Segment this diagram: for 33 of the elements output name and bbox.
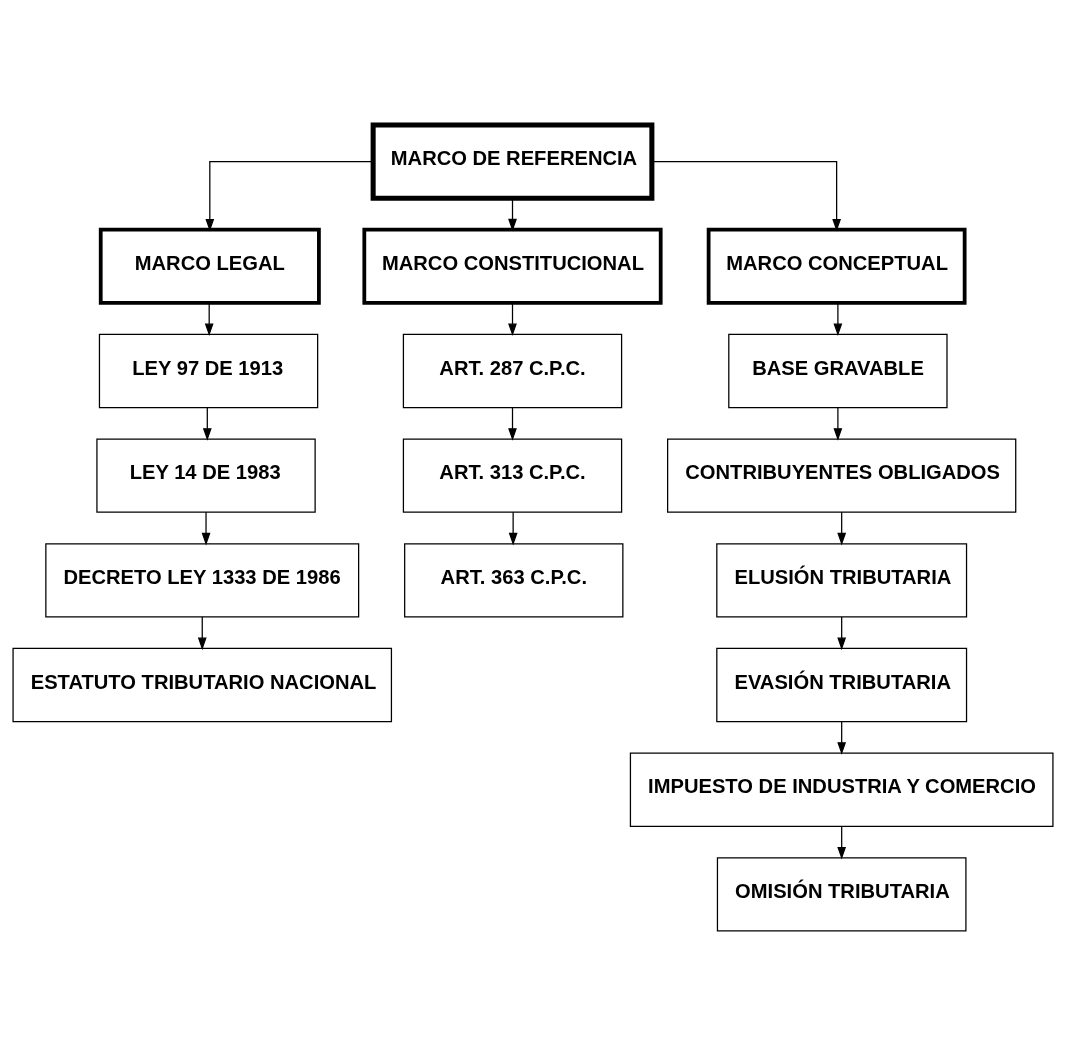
arrow [508,406,517,441]
arrow [201,511,211,545]
node-box: MARCO CONSTITUCIONAL [362,227,663,305]
node-box: CONTRIBUYENTES OBLIGADOS [667,437,1017,513]
node-box: EVASIÓN TRIBUTARIA [716,647,968,722]
node-box: ART. 287 C.P.C. [402,333,623,408]
arrow [508,197,517,231]
node-box: LEY 97 DE 1913 [98,333,319,408]
node-box: ART. 363 C.P.C. [404,542,624,618]
node-box: MARCO DE REFERENCIA [370,122,655,201]
arrow [833,301,843,336]
arrow [651,160,842,232]
node-box: ELUSIÓN TRIBUTARIA [716,542,968,618]
arrow [508,511,518,545]
node-box: ESTATUTO TRIBUTARIO NACIONAL [12,647,393,722]
node-box: DECRETO LEY 1333 DE 1986 [45,542,360,618]
node-box: LEY 14 DE 1983 [96,437,316,513]
arrow [197,615,207,650]
arrow [508,301,517,336]
arrow [205,160,374,232]
node-box: OMISIÓN TRIBUTARIA [716,856,967,932]
node-box: IMPUESTO DE INDUSTRIA Y COMERCIO [629,752,1054,827]
node-box: BASE GRAVABLE [728,333,948,408]
arrow [837,825,847,860]
arrow [202,406,212,441]
arrow [837,615,847,650]
arrow [837,511,847,545]
node-box: ART. 313 C.P.C. [402,437,623,513]
arrow [204,301,214,336]
node-box: MARCO LEGAL [98,227,321,305]
node-box: MARCO CONCEPTUAL [706,227,967,305]
arrow [837,720,847,755]
arrow [833,406,843,441]
